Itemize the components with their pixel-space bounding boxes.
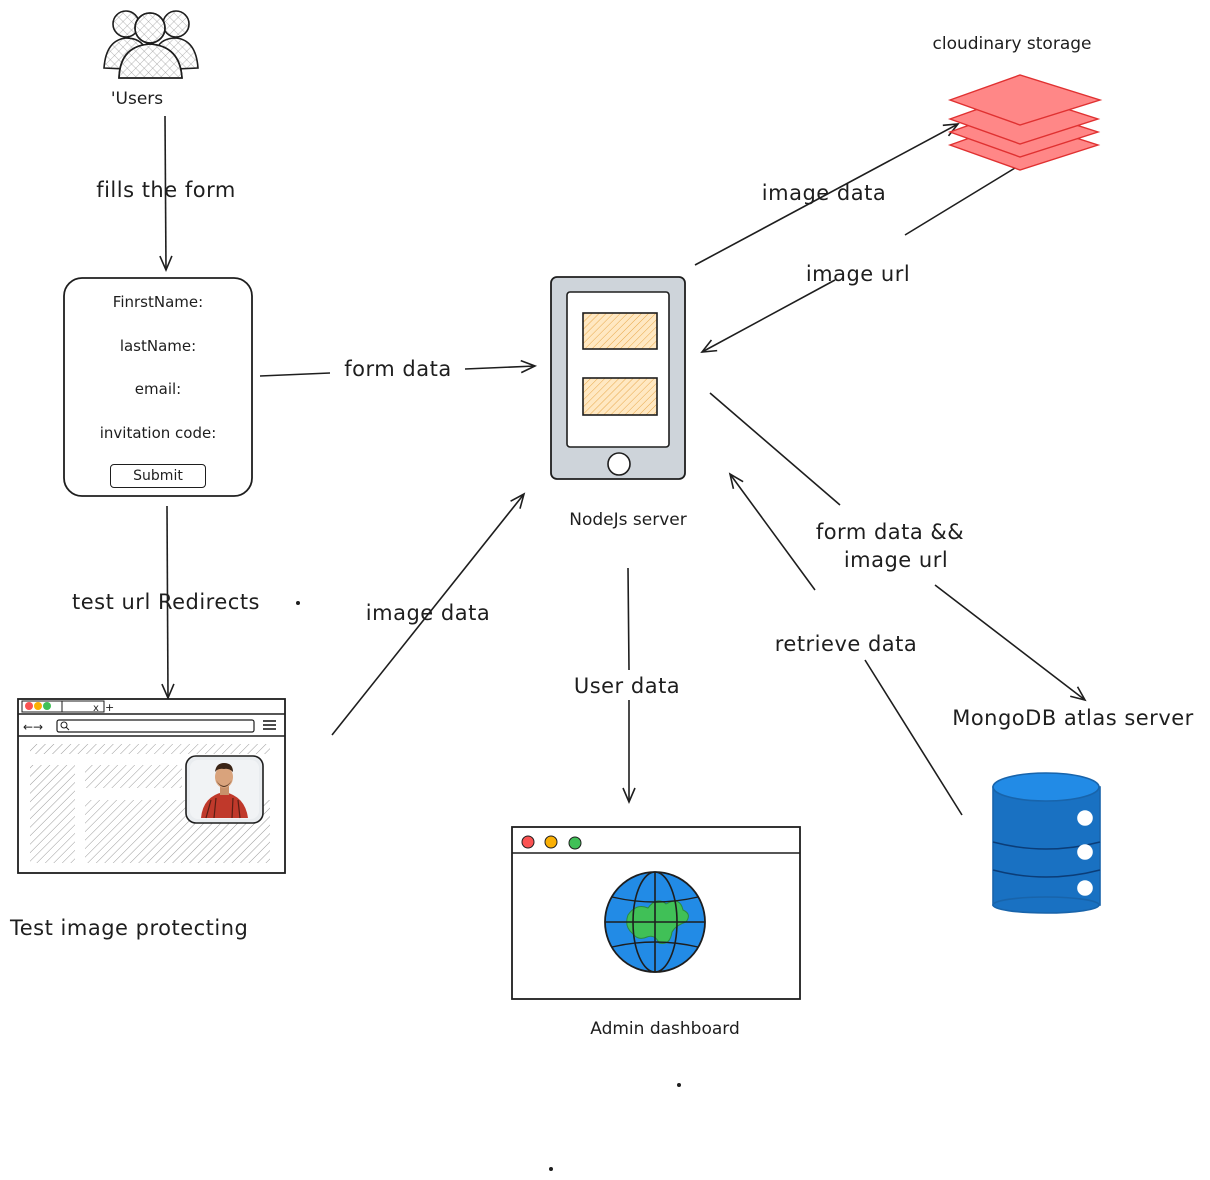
form-field-lastname: lastName: — [119, 337, 197, 355]
edge-image-data-left — [331, 492, 526, 736]
edge-form-data — [259, 366, 535, 376]
svg-text:←→: ←→ — [23, 720, 43, 734]
edge-label-image-url: image url — [805, 262, 911, 286]
database-icon — [992, 772, 1101, 914]
edge-image-url — [702, 167, 1016, 352]
form-field-firstname: FinrstName: — [112, 293, 204, 311]
submit-button[interactable]: Submit — [110, 464, 206, 488]
edge-label-form-data-and: form data && — [815, 520, 965, 544]
globe-icon — [604, 871, 706, 973]
edge-label-image-data-left: image data — [365, 601, 491, 625]
test-page-browser: x + ←→ — [17, 698, 286, 874]
edge-label-fills-form: fills the form — [96, 178, 236, 202]
person-photo — [190, 760, 259, 819]
cloudinary-label: cloudinary storage — [932, 34, 1092, 54]
edge-image-data-top — [694, 123, 960, 266]
stray-dot — [549, 1167, 553, 1171]
stray-dot — [296, 601, 300, 605]
cloudinary-storage-icon — [947, 74, 1103, 171]
test-page-label: Test image protecting — [10, 916, 249, 940]
form-field-invitation-code: invitation code: — [99, 424, 217, 442]
edge-label-image-data-top: image data — [761, 181, 887, 205]
server-label: NodeJs server — [569, 510, 687, 530]
form-field-email: email: — [134, 380, 182, 398]
edge-user-data — [628, 567, 629, 802]
svg-text:+: + — [105, 701, 114, 714]
mongodb-label: MongoDB atlas server — [952, 706, 1194, 730]
svg-text:x: x — [93, 703, 99, 714]
users-label: 'Users — [110, 89, 164, 109]
edge-retrieve-data — [730, 474, 963, 816]
server-tablet-icon — [550, 276, 686, 480]
stray-dot — [677, 1083, 681, 1087]
edge-label-test-url: test url Redirects — [71, 590, 261, 614]
form-card — [63, 277, 253, 497]
edge-fills-form — [159, 115, 173, 273]
edge-label-user-data: User data — [573, 674, 681, 698]
edge-label-form-data: form data — [344, 357, 452, 381]
edge-test-url — [161, 505, 175, 701]
edge-label-image-url-2: image url — [843, 548, 949, 572]
admin-dashboard-label: Admin dashboard — [590, 1019, 740, 1039]
edge-label-retrieve-data: retrieve data — [774, 632, 918, 656]
users-icon — [103, 10, 199, 79]
edge-form-data-image-url — [709, 392, 1085, 700]
